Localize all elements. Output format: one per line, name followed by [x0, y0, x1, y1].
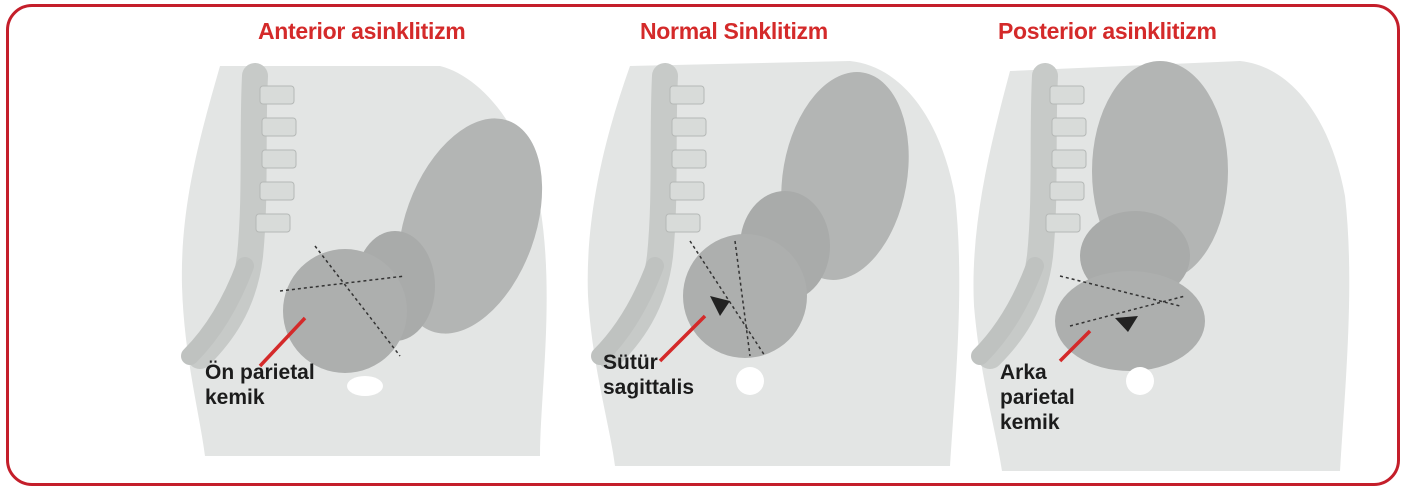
title-normal-synclitism: Normal Sinklitizm [640, 18, 828, 45]
pubic-symphysis [736, 367, 764, 395]
label-line: Sütür [603, 350, 694, 375]
label-line: kemik [1000, 410, 1075, 435]
fetal-head [683, 234, 807, 358]
pelvis-illustration-anterior [160, 56, 560, 476]
panel-anterior-asynclitism [160, 56, 560, 476]
panel-normal-synclitism [570, 56, 970, 476]
label-line: Ön parietal [205, 360, 315, 385]
pubic-symphysis [347, 376, 383, 396]
fetal-head [283, 249, 407, 373]
title-anterior-asynclitism: Anterior asinklitizm [258, 18, 465, 45]
label-posterior-parietal-bone: Arka parietal kemik [1000, 360, 1075, 435]
label-line: parietal [1000, 385, 1075, 410]
title-posterior-asynclitism: Posterior asinklitizm [998, 18, 1217, 45]
label-line: sagittalis [603, 375, 694, 400]
label-line: kemik [205, 385, 315, 410]
pubic-symphysis [1126, 367, 1154, 395]
pelvis-illustration-normal [570, 56, 970, 476]
label-anterior-parietal-bone: Ön parietal kemik [205, 360, 315, 410]
label-sagittal-suture: Sütür sagittalis [603, 350, 694, 400]
label-line: Arka [1000, 360, 1075, 385]
